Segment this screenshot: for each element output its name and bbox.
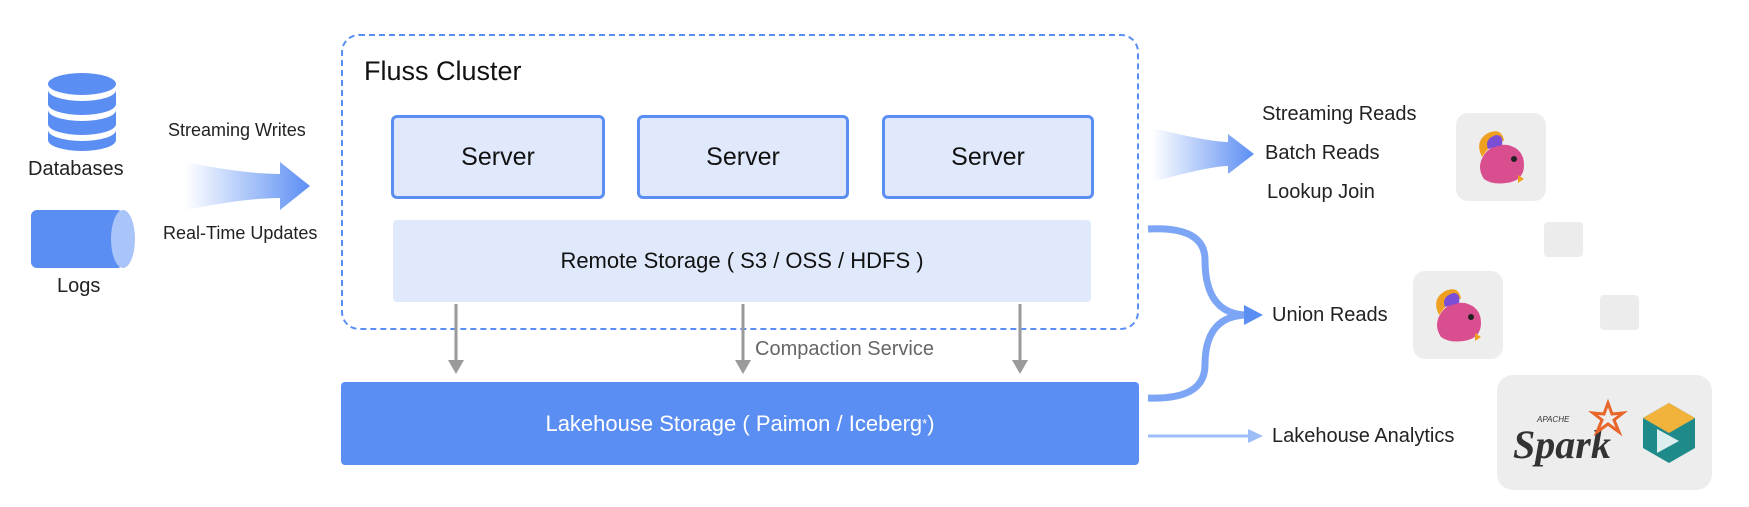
cluster-title: Fluss Cluster bbox=[364, 56, 522, 86]
server-box-1: Server bbox=[391, 115, 605, 199]
flink-logo-box-2 bbox=[1413, 271, 1503, 359]
decorative-square-1 bbox=[1544, 222, 1583, 257]
databases-label: Databases bbox=[28, 158, 124, 180]
flink-logo-box-1 bbox=[1456, 113, 1546, 201]
decorative-square-2 bbox=[1600, 295, 1639, 330]
lakehouse-footnote: * bbox=[922, 416, 928, 431]
spark-star-icon bbox=[1588, 398, 1628, 437]
server-box-2: Server bbox=[637, 115, 849, 199]
compaction-service-label: Compaction Service bbox=[755, 338, 934, 360]
union-reads-label: Union Reads bbox=[1272, 304, 1388, 326]
spark-apache-text: APACHE bbox=[1537, 415, 1570, 424]
fluss-cluster-boundary bbox=[341, 34, 1139, 330]
lakehouse-label: Lakehouse Storage ( Paimon / Iceberg bbox=[545, 410, 923, 436]
lookup-join-label: Lookup Join bbox=[1267, 181, 1375, 203]
database-icon bbox=[48, 73, 116, 151]
lakehouse-storage-box: Lakehouse Storage ( Paimon / Iceberg*) bbox=[341, 382, 1139, 465]
ingest-arrow bbox=[185, 162, 310, 210]
flink-squirrel-icon bbox=[1479, 131, 1524, 184]
remote-storage-box: Remote Storage ( S3 / OSS / HDFS ) bbox=[393, 220, 1091, 302]
lakehouse-analytics-label: Lakehouse Analytics bbox=[1272, 425, 1455, 447]
logs-icon bbox=[31, 210, 135, 268]
batch-reads-label: Batch Reads bbox=[1265, 142, 1380, 164]
flink-squirrel-icon-2 bbox=[1436, 289, 1481, 342]
server-box-3: Server bbox=[882, 115, 1094, 199]
streaming-reads-label: Streaming Reads bbox=[1262, 103, 1417, 125]
lakehouse-suffix: ) bbox=[927, 410, 935, 436]
analytics-logo-box: Spark APACHE bbox=[1497, 375, 1712, 490]
spark-logo-text: Spark bbox=[1513, 422, 1611, 467]
streaming-writes-label: Streaming Writes bbox=[168, 120, 306, 140]
realtime-updates-label: Real-Time Updates bbox=[163, 223, 318, 243]
logs-label: Logs bbox=[57, 275, 101, 297]
starrocks-logo-icon bbox=[1643, 403, 1695, 463]
